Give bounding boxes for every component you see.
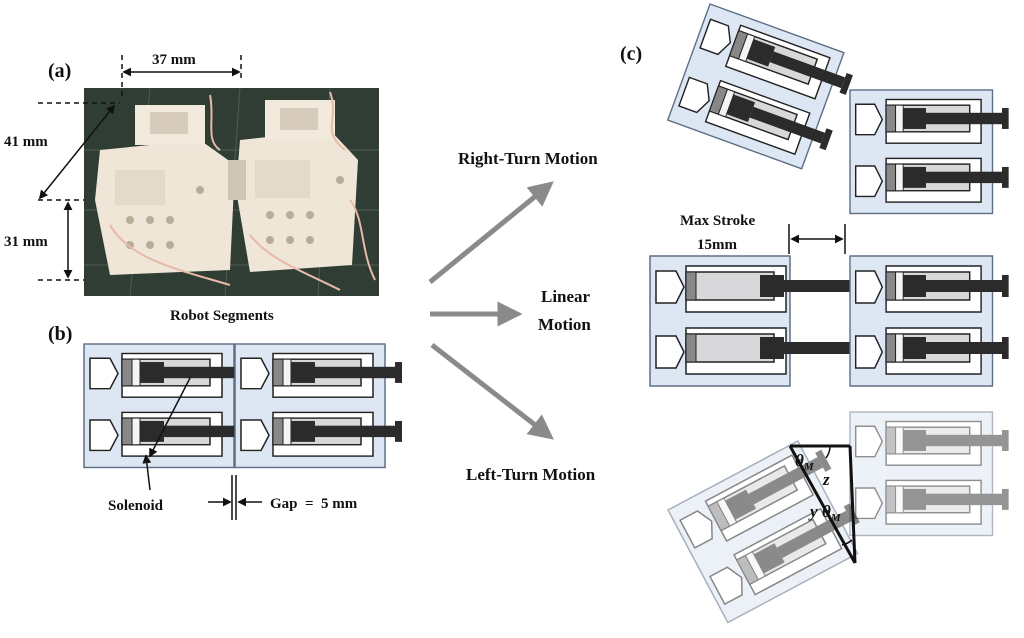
linear-front-module bbox=[849, 255, 1010, 387]
z-label: z bbox=[822, 470, 830, 489]
width-dimension-label: 37 mm bbox=[152, 52, 196, 68]
depth-dimension-label: 41 mm bbox=[4, 134, 48, 150]
linear-rear-module bbox=[649, 255, 866, 387]
right-turn-rear-module bbox=[667, 3, 860, 176]
theta-label-top: θM bbox=[795, 451, 815, 473]
right-turn-front-module bbox=[849, 89, 1010, 215]
left-turn-front-module bbox=[849, 411, 1010, 537]
gap-label: Gap = 5 mm bbox=[270, 496, 358, 512]
height-dimension-label: 31 mm bbox=[4, 234, 48, 250]
linear-label-line1: Linear bbox=[541, 287, 591, 306]
y-label: y bbox=[808, 502, 818, 521]
right-turn-label: Right-Turn Motion bbox=[458, 149, 598, 168]
segment-module-left bbox=[83, 343, 252, 469]
panel-label-b: (b) bbox=[48, 323, 72, 345]
robot-segments-caption: Robot Segments bbox=[170, 308, 274, 324]
max-stroke-label: Max Stroke bbox=[680, 213, 755, 229]
right-turn-arrow bbox=[428, 181, 554, 284]
panel-label-a: (a) bbox=[48, 60, 71, 82]
panel-label-c: (c) bbox=[620, 43, 642, 65]
solenoid-label: Solenoid bbox=[108, 498, 164, 514]
left-turn-rear-module bbox=[667, 432, 874, 624]
theta-label-bottom: θM bbox=[822, 502, 842, 524]
max-stroke-value: 15mm bbox=[697, 237, 737, 253]
segment-module-right bbox=[234, 343, 403, 469]
robot-photo bbox=[84, 87, 379, 297]
left-turn-arrow bbox=[430, 343, 554, 440]
linear-label-line2: Motion bbox=[538, 315, 591, 334]
left-turn-label: Left-Turn Motion bbox=[466, 465, 596, 484]
turn-geometry-triangle bbox=[788, 444, 857, 564]
